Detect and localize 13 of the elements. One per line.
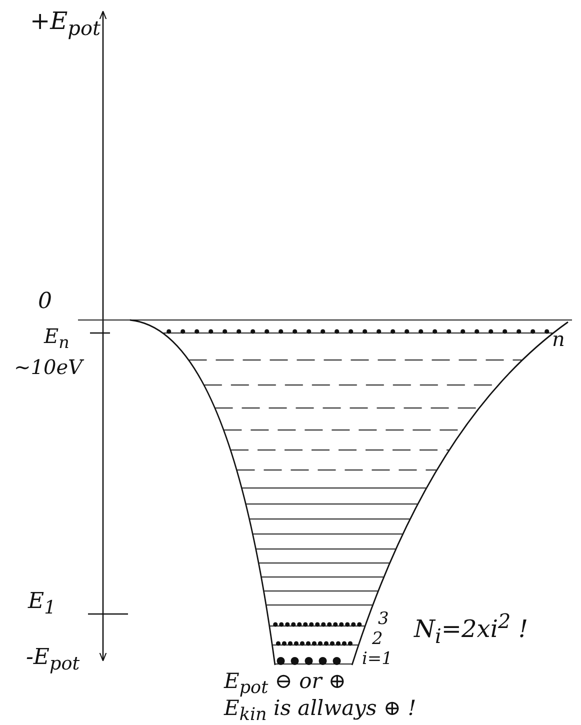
level-label: n <box>552 328 565 350</box>
formula-text: N$_{i}$=2xi$^{2}$ ! <box>414 610 528 647</box>
axis-label: -E$_{pot}$ <box>26 646 80 675</box>
level-label: i=1 <box>362 650 392 669</box>
note-text: E$_{kin}$ is allways ⊕ ! <box>224 697 416 725</box>
note-text: E$_{pot}$ ⊖ or ⊕ <box>224 670 346 698</box>
level-label: 3 <box>378 610 389 629</box>
axis-label: 0 <box>38 290 52 314</box>
level-label: 2 <box>372 630 383 649</box>
axis-label: +E$_{pot}$ <box>30 8 101 39</box>
level-label: E$_{1}$ <box>28 590 56 619</box>
axis-label: ~10eV <box>14 356 82 378</box>
level-label: E$_{n}$ <box>44 325 70 352</box>
